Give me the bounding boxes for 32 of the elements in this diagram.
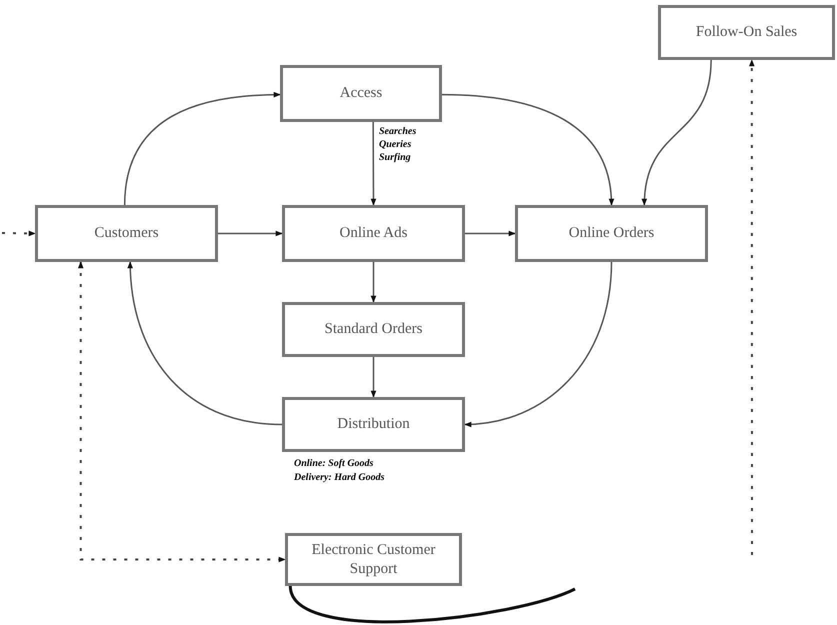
arrow (370, 122, 376, 206)
box-label: Online Ads (340, 224, 408, 243)
box-label: Standard Orders (324, 320, 422, 339)
process-box (658, 5, 835, 60)
arrow (642, 60, 712, 206)
process-box (282, 397, 465, 452)
dotted-arrow (78, 261, 286, 562)
box-label: Follow-On Sales (696, 23, 798, 42)
arrow (465, 230, 516, 236)
arrow (124, 92, 281, 206)
box-label: Online Orders (568, 224, 654, 243)
dotted-arrow (749, 59, 755, 555)
process-box (282, 205, 465, 262)
box-label: Electronic Customer Support (310, 540, 436, 578)
note-text: Delivery: Hard Goods (294, 471, 385, 485)
arrow (442, 94, 614, 206)
arrow (464, 262, 612, 427)
arrow (370, 262, 376, 303)
box-label: Customers (94, 224, 159, 243)
process-box (280, 65, 442, 122)
dotted-arrow (2, 230, 36, 236)
arrow (370, 357, 376, 398)
connector-line (288, 586, 576, 624)
note-text: Online: Soft Goods (294, 457, 374, 471)
process-box (282, 302, 465, 357)
process-box (35, 205, 218, 262)
box-label: Access (340, 84, 382, 103)
arrow (128, 261, 282, 426)
process-box (515, 205, 708, 262)
arrow (218, 230, 283, 236)
process-box (285, 533, 462, 586)
box-label: Distribution (337, 415, 410, 434)
